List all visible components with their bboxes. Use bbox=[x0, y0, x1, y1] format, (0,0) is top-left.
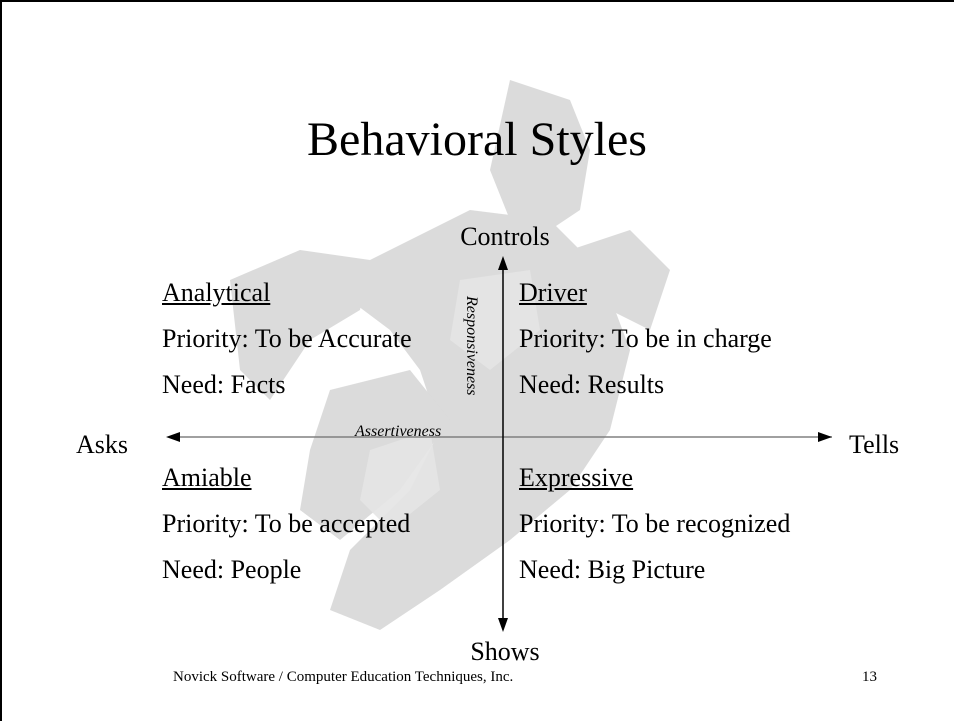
axis-name-responsiveness: Responsiveness bbox=[463, 296, 480, 396]
left-arrow-icon bbox=[166, 432, 180, 442]
quadrant-need: Need: Results bbox=[519, 370, 665, 399]
axis-label-asks: Asks bbox=[76, 430, 129, 459]
axis-name-assertiveness: Assertiveness bbox=[355, 423, 442, 440]
axis-label-tells: Tells bbox=[849, 430, 900, 459]
quadrant-name: Expressive bbox=[519, 463, 634, 492]
quadrant-need: Need: People bbox=[162, 555, 302, 584]
quadrant-need: Need: Facts bbox=[162, 370, 286, 399]
quadrant-name: Driver bbox=[519, 278, 587, 307]
quadrant-amiable: Amiable Priority: To be accepted Need: P… bbox=[162, 463, 410, 585]
quadrant-need: Need: Big Picture bbox=[519, 555, 706, 584]
axis-label-shows: Shows bbox=[470, 637, 540, 666]
quadrant-name: Analytical bbox=[162, 278, 271, 307]
page-number: 13 bbox=[862, 669, 877, 685]
right-arrow-icon bbox=[818, 432, 832, 442]
down-arrow-icon bbox=[498, 618, 508, 632]
skier-silhouette-icon bbox=[230, 80, 670, 630]
quadrant-expressive: Expressive Priority: To be recognized Ne… bbox=[519, 463, 790, 585]
quadrant-driver: Driver Priority: To be in charge Need: R… bbox=[519, 278, 772, 400]
quadrant-priority: Priority: To be recognized bbox=[519, 509, 791, 538]
quadrant-name: Amiable bbox=[162, 463, 252, 492]
quadrant-priority: Priority: To be accepted bbox=[162, 509, 411, 538]
quadrant-priority: Priority: To be in charge bbox=[519, 324, 772, 353]
quadrant-priority: Priority: To be Accurate bbox=[162, 324, 412, 353]
footer-credit: Novick Software / Computer Education Tec… bbox=[173, 669, 514, 685]
up-arrow-icon bbox=[498, 256, 508, 270]
slide-title: Behavioral Styles bbox=[307, 113, 647, 166]
quadrant-analytical: Analytical Priority: To be Accurate Need… bbox=[162, 278, 412, 400]
axis-label-controls: Controls bbox=[460, 222, 550, 251]
